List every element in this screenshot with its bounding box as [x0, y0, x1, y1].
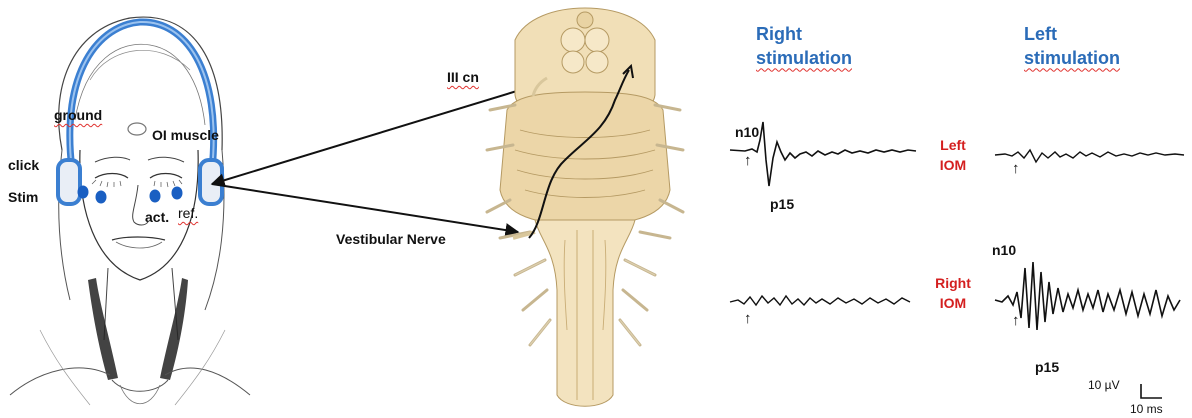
- label-left-iom: Left IOM: [928, 135, 978, 176]
- onset-marker: ↑: [1012, 160, 1020, 177]
- brainstem-illustration: [485, 0, 685, 418]
- electrode-dot: [150, 190, 161, 203]
- heading-right-stimulation: Right stimulation: [756, 22, 852, 71]
- label-p15-bottom: p15: [1035, 360, 1059, 374]
- trace-left-stim-left-iom: [995, 150, 1184, 162]
- scale-label-uv: 10 µV: [1088, 379, 1120, 391]
- scale-bar: [1141, 384, 1162, 398]
- label-click: click: [8, 158, 39, 172]
- label-iii-cn: III cn: [447, 70, 479, 84]
- electrode-dot: [172, 187, 183, 200]
- label-right-iom: Right IOM: [928, 273, 978, 314]
- electrode-dot: [96, 191, 107, 204]
- heading-left-stimulation: Left stimulation: [1024, 22, 1120, 71]
- trace-right-stim-right-iom: [730, 296, 910, 305]
- label-n10-bottom: n10: [992, 243, 1016, 257]
- label-stim: Stim: [8, 190, 38, 204]
- face-illustration: [0, 0, 260, 418]
- label-oi-muscle: OI muscle: [152, 128, 219, 142]
- onset-marker: ↑: [744, 152, 752, 169]
- electrode-dot: [78, 186, 89, 199]
- trace-left-stim-right-iom: [995, 262, 1180, 330]
- label-act: act.: [145, 210, 169, 224]
- onset-marker: ↑: [744, 310, 752, 327]
- label-n10-top: n10: [735, 125, 759, 139]
- label-ref: ref.: [178, 206, 198, 220]
- label-ground: ground: [54, 108, 102, 122]
- ground-electrode: [128, 123, 146, 135]
- label-vestibular-nerve: Vestibular Nerve: [336, 232, 446, 246]
- label-p15-top: p15: [770, 197, 794, 211]
- scale-label-ms: 10 ms: [1130, 403, 1163, 415]
- left-ear-cup: [58, 160, 80, 204]
- right-ear-cup: [200, 160, 222, 204]
- onset-marker: ↑: [1012, 312, 1020, 329]
